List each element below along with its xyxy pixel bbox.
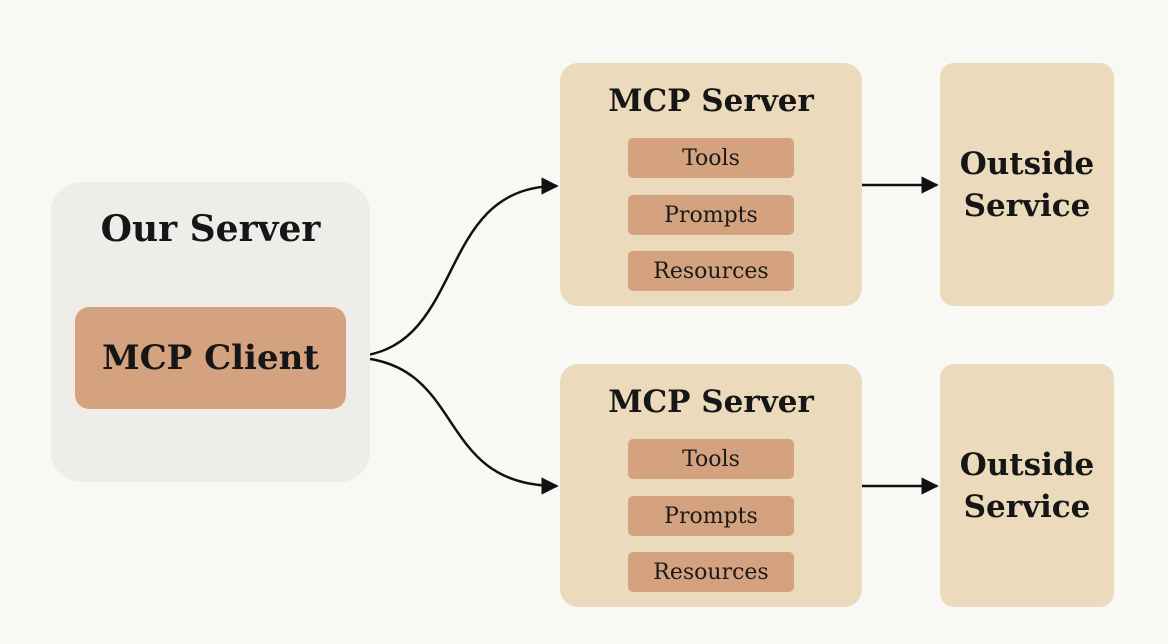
capability-tools: Tools [628,439,794,479]
capability-resources: Resources [628,552,794,592]
mcp-client-label: MCP Client [101,338,320,378]
mcp-server-title: MCP Server [608,83,814,119]
our-server-title: Our Server [100,208,321,250]
mcp-server-box-1: MCP Server Tools Prompts Resources [560,63,862,306]
capability-prompts: Prompts [628,496,794,536]
mcp-server-box-2: MCP Server Tools Prompts Resources [560,364,862,607]
client-to-server-2-arrow [345,355,559,495]
client-to-server-1-arrow [345,177,559,359]
capability-prompts: Prompts [628,195,794,235]
outside-service-box-1: Outside Service [940,63,1114,306]
outside-service-label: Outside Service [959,145,1095,224]
mcp-client-box: MCP Client [75,307,346,409]
capability-resources: Resources [628,251,794,291]
outside-service-box-2: Outside Service [940,364,1114,607]
mcp-server-title: MCP Server [608,384,814,420]
outside-service-label: Outside Service [959,446,1095,525]
capability-tools: Tools [628,138,794,178]
